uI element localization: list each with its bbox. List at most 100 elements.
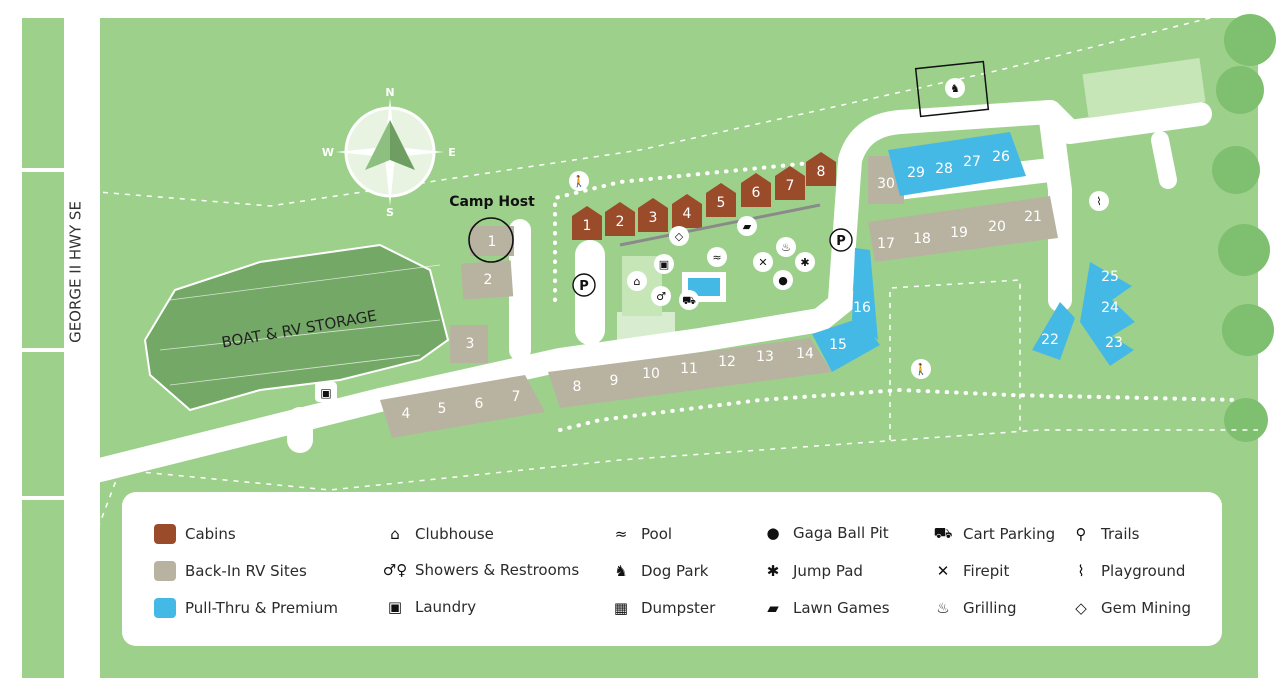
grill-icon: ♨ bbox=[936, 599, 950, 617]
washer-icon: ▣ bbox=[387, 598, 403, 616]
svg-text:◇: ◇ bbox=[675, 230, 684, 243]
compass-s: S bbox=[386, 206, 394, 219]
svg-text:7: 7 bbox=[512, 389, 521, 405]
svg-text:26: 26 bbox=[992, 149, 1010, 165]
svg-text:🚶: 🚶 bbox=[914, 363, 928, 376]
dumpster-icon: ▦ bbox=[613, 599, 629, 617]
hiker-icon: ⚲ bbox=[1075, 525, 1087, 543]
pull-thru-swatch bbox=[154, 598, 176, 618]
parking-right[interactable]: P bbox=[829, 228, 853, 252]
back-in-sites-17-21[interactable]: 17 18 19 20 21 bbox=[868, 196, 1058, 262]
swing-icon: ⌇ bbox=[1077, 562, 1085, 580]
parking-left[interactable]: P bbox=[572, 273, 596, 297]
grill-marker-icon: ♨ bbox=[776, 237, 796, 257]
svg-text:⌂: ⌂ bbox=[634, 275, 641, 288]
svg-text:27: 27 bbox=[963, 154, 981, 170]
legend-gem-mining: ◇Gem Mining bbox=[1070, 598, 1191, 618]
cart-marker-icon: ⛟ bbox=[679, 290, 699, 310]
legend-cart-parking: ⛟Cart Parking bbox=[933, 524, 1056, 543]
back-in-sites-4-7[interactable]: 4 5 6 7 bbox=[380, 375, 545, 438]
svg-text:✱: ✱ bbox=[800, 256, 809, 269]
gem-icon: ◇ bbox=[1075, 599, 1087, 617]
compass-e: E bbox=[448, 146, 456, 159]
svg-text:7: 7 bbox=[786, 178, 795, 194]
compass-rose: N S W E bbox=[322, 86, 456, 219]
cabins[interactable]: 1 2 3 4 5 6 7 8 bbox=[572, 152, 836, 247]
svg-text:11: 11 bbox=[680, 361, 698, 377]
clubhouse-marker-icon: ⌂ bbox=[627, 271, 647, 291]
svg-text:🚶: 🚶 bbox=[572, 175, 586, 188]
dog-marker-icon: ♞ bbox=[945, 78, 965, 98]
svg-text:▣: ▣ bbox=[320, 386, 331, 400]
svg-text:♨: ♨ bbox=[781, 241, 791, 254]
firepit-marker-icon: ✕ bbox=[753, 252, 773, 272]
camp-host-label: Camp Host bbox=[449, 194, 535, 210]
svg-text:✕: ✕ bbox=[758, 256, 767, 269]
jump-pad-marker-icon: ✱ bbox=[795, 252, 815, 272]
svg-text:1: 1 bbox=[488, 234, 497, 250]
legend-grilling: ♨Grilling bbox=[932, 598, 1016, 618]
svg-text:3: 3 bbox=[649, 210, 658, 226]
svg-text:5: 5 bbox=[438, 401, 447, 417]
svg-text:28: 28 bbox=[935, 161, 953, 177]
legend-clubhouse: ⌂Clubhouse bbox=[384, 524, 494, 544]
walkway bbox=[617, 312, 675, 340]
svg-text:24: 24 bbox=[1101, 300, 1119, 316]
svg-text:23: 23 bbox=[1105, 335, 1123, 351]
svg-text:8: 8 bbox=[817, 164, 826, 180]
svg-text:6: 6 bbox=[752, 185, 761, 201]
svg-text:19: 19 bbox=[950, 225, 968, 241]
legend-dumpster: ▦Dumpster bbox=[610, 598, 715, 618]
cabins-swatch bbox=[154, 524, 176, 544]
svg-text:18: 18 bbox=[913, 231, 931, 247]
svg-text:4: 4 bbox=[402, 406, 411, 422]
legend-gaga: ●Gaga Ball Pit bbox=[762, 523, 888, 543]
svg-text:22: 22 bbox=[1041, 332, 1059, 348]
svg-text:30: 30 bbox=[877, 176, 895, 192]
pull-thru-sites-22-25[interactable]: 22 23 24 25 bbox=[1032, 262, 1135, 366]
legend-dog-park: ♞Dog Park bbox=[610, 561, 708, 581]
legend-lawn-games: ▰Lawn Games bbox=[762, 598, 889, 618]
legend-pool: ≈Pool bbox=[610, 524, 672, 544]
svg-text:≈: ≈ bbox=[712, 251, 721, 264]
svg-text:⛟: ⛟ bbox=[682, 294, 696, 307]
svg-text:21: 21 bbox=[1024, 209, 1042, 225]
svg-text:2: 2 bbox=[484, 272, 493, 288]
pull-thru-sites-26-29[interactable]: 29 28 27 26 bbox=[888, 132, 1026, 196]
svg-text:▣: ▣ bbox=[659, 258, 669, 271]
svg-text:⌇: ⌇ bbox=[1096, 195, 1101, 208]
svg-text:10: 10 bbox=[642, 366, 660, 382]
svg-text:9: 9 bbox=[610, 373, 619, 389]
svg-text:20: 20 bbox=[988, 219, 1006, 235]
legend-trails: ⚲Trails bbox=[1070, 524, 1140, 544]
compass-n: N bbox=[385, 86, 394, 99]
legend-back-in: Back-In RV Sites bbox=[154, 561, 307, 581]
svg-text:12: 12 bbox=[718, 354, 736, 370]
svg-text:3: 3 bbox=[466, 336, 475, 352]
svg-text:6: 6 bbox=[475, 396, 484, 412]
gaga-marker-icon: ● bbox=[773, 270, 793, 290]
svg-text:P: P bbox=[836, 234, 846, 249]
svg-text:2: 2 bbox=[616, 214, 625, 230]
boat-rv-storage bbox=[143, 243, 450, 412]
property-boundary bbox=[97, 17, 1258, 529]
back-in-swatch bbox=[154, 561, 176, 581]
svg-text:25: 25 bbox=[1101, 269, 1119, 285]
restroom-icon: ♂♀ bbox=[382, 561, 408, 579]
firepit-icon: ✕ bbox=[936, 562, 950, 580]
dog-park[interactable] bbox=[914, 60, 990, 118]
playground-marker-icon: ⌇ bbox=[1089, 191, 1109, 211]
legend-laundry: ▣Laundry bbox=[384, 597, 476, 617]
svg-text:4: 4 bbox=[683, 206, 692, 222]
host-sites[interactable]: 1 2 3 bbox=[450, 217, 514, 363]
legend-showers: ♂♀Showers & Restrooms bbox=[382, 561, 580, 579]
back-in-sites-8-14[interactable]: 8 9 10 11 12 13 14 bbox=[548, 338, 832, 408]
restroom-marker-icon: ♂ bbox=[651, 286, 671, 306]
swimmer-icon: ≈ bbox=[614, 525, 628, 543]
svg-text:8: 8 bbox=[573, 379, 582, 395]
map-legend: Cabins Back-In RV Sites Pull-Thru & Prem… bbox=[122, 492, 1222, 646]
trail-marker-icon: 🚶 bbox=[569, 171, 589, 191]
house-icon: ⌂ bbox=[390, 525, 400, 543]
pull-thru-sites-15-16[interactable]: 15 16 bbox=[812, 248, 880, 372]
legend-cabins: Cabins bbox=[154, 524, 236, 544]
